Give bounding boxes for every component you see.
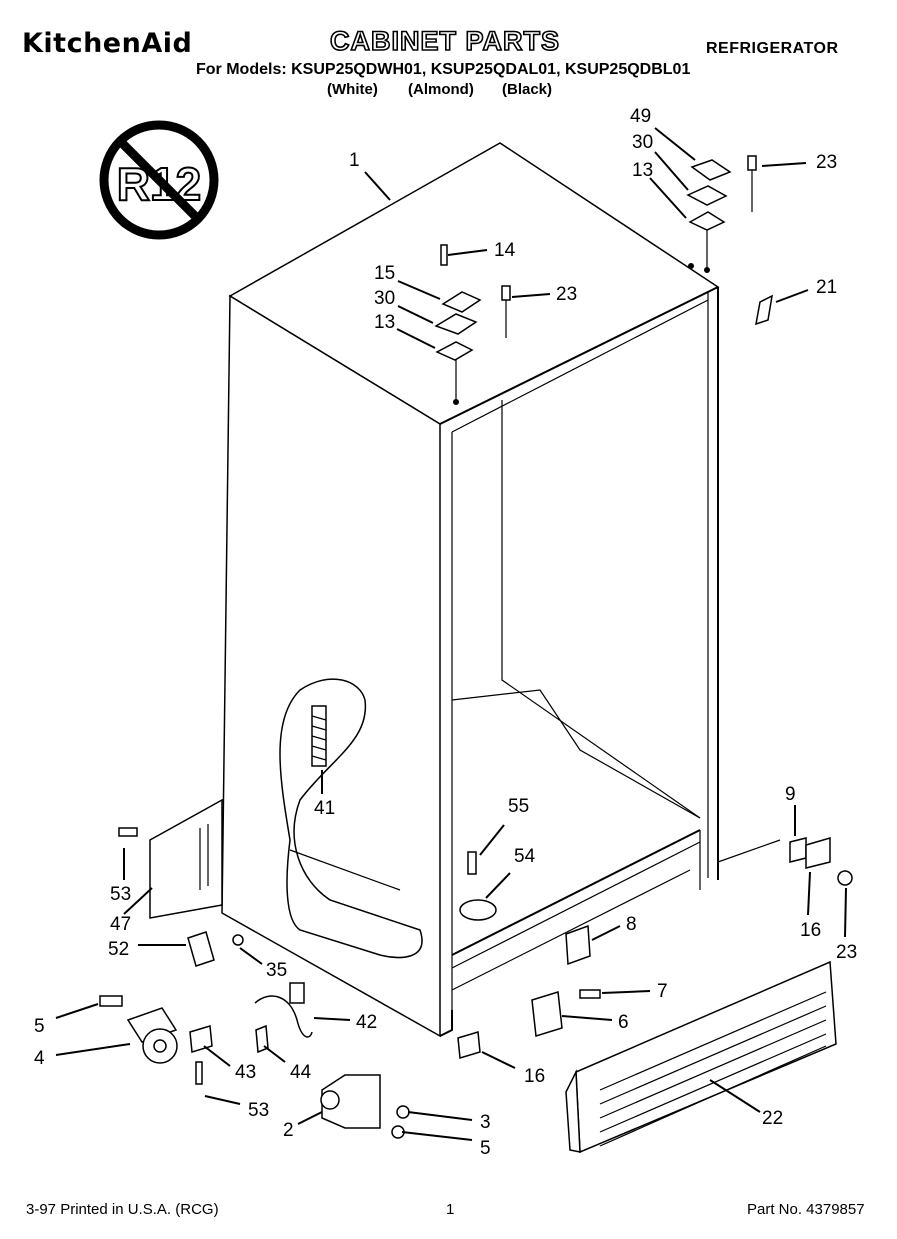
callout-14: 14 xyxy=(494,240,516,261)
callout-23: 23 xyxy=(816,152,837,173)
part-4-roller xyxy=(99,995,178,1064)
callout-13: 13 xyxy=(374,312,395,333)
r12-prohibited-badge: R12 xyxy=(99,120,219,240)
callout-labels: 1 49 30 13 23 14 15 23 30 13 21 41 9 55 … xyxy=(34,106,857,1159)
callout-53: 53 xyxy=(110,884,131,905)
callout-16: 16 xyxy=(524,1066,545,1087)
part-2-roller xyxy=(320,1074,410,1139)
callout-23: 23 xyxy=(836,942,857,963)
callout-5: 5 xyxy=(480,1138,491,1159)
callout-22: 22 xyxy=(762,1108,783,1129)
callout-49: 49 xyxy=(630,106,651,127)
part-16-bracket-left xyxy=(457,1031,481,1059)
callout-43: 43 xyxy=(235,1062,256,1083)
page-number: 1 xyxy=(446,1201,455,1218)
callout-54: 54 xyxy=(514,846,536,867)
part-22-toe-grille xyxy=(565,960,837,1154)
callout-4: 4 xyxy=(34,1048,45,1069)
callout-52: 52 xyxy=(108,939,129,960)
top-hinge-right xyxy=(686,155,773,326)
part-41-spring xyxy=(311,705,327,767)
callout-1: 1 xyxy=(349,150,360,171)
appliance-type: REFRIGERATOR xyxy=(706,40,839,57)
print-date: 3-97 Printed in U.S.A. (RCG) xyxy=(26,1201,219,1218)
callout-41: 41 xyxy=(314,798,335,819)
part-8-block xyxy=(565,924,591,966)
part-9-16-brackets-right xyxy=(717,837,853,886)
callout-53: 53 xyxy=(248,1100,269,1121)
callout-16: 16 xyxy=(800,920,821,941)
part-42-tube xyxy=(254,982,313,1038)
part-47-rear-bracket xyxy=(118,798,223,919)
callout-5: 5 xyxy=(34,1016,45,1037)
variant-black: (Black) xyxy=(502,81,553,98)
callout-30: 30 xyxy=(632,132,653,153)
callout-13: 13 xyxy=(632,160,653,181)
variant-white: (White) xyxy=(327,81,378,98)
callout-3: 3 xyxy=(480,1112,491,1133)
callout-47: 47 xyxy=(110,914,131,935)
callout-30: 30 xyxy=(374,288,395,309)
callout-23: 23 xyxy=(556,284,577,305)
model-numbers: For Models: KSUP25QDWH01, KSUP25QDAL01, … xyxy=(196,61,691,78)
callout-6: 6 xyxy=(618,1012,629,1033)
part-number: Part No. 4379857 xyxy=(747,1201,865,1218)
part-54-bracket xyxy=(459,851,497,921)
page-title: CABINET PARTS xyxy=(329,25,561,57)
callout-21: 21 xyxy=(816,277,837,298)
callout-42: 42 xyxy=(356,1012,377,1033)
callout-7: 7 xyxy=(657,981,668,1002)
variant-almond: (Almond) xyxy=(408,81,474,98)
callout-44: 44 xyxy=(290,1062,312,1083)
callout-15: 15 xyxy=(374,263,395,284)
callout-9: 9 xyxy=(785,784,796,805)
callout-55: 55 xyxy=(508,796,529,817)
brand-logo: KitchenAid xyxy=(22,28,193,59)
part-6-bracket xyxy=(531,989,601,1037)
part-52-bracket xyxy=(187,931,244,967)
leader-lines xyxy=(55,127,847,1141)
part-43-clip xyxy=(189,1025,213,1085)
callout-35: 35 xyxy=(266,960,287,981)
callout-2: 2 xyxy=(283,1120,294,1141)
callout-8: 8 xyxy=(626,914,637,935)
top-hinge-center xyxy=(434,244,511,405)
